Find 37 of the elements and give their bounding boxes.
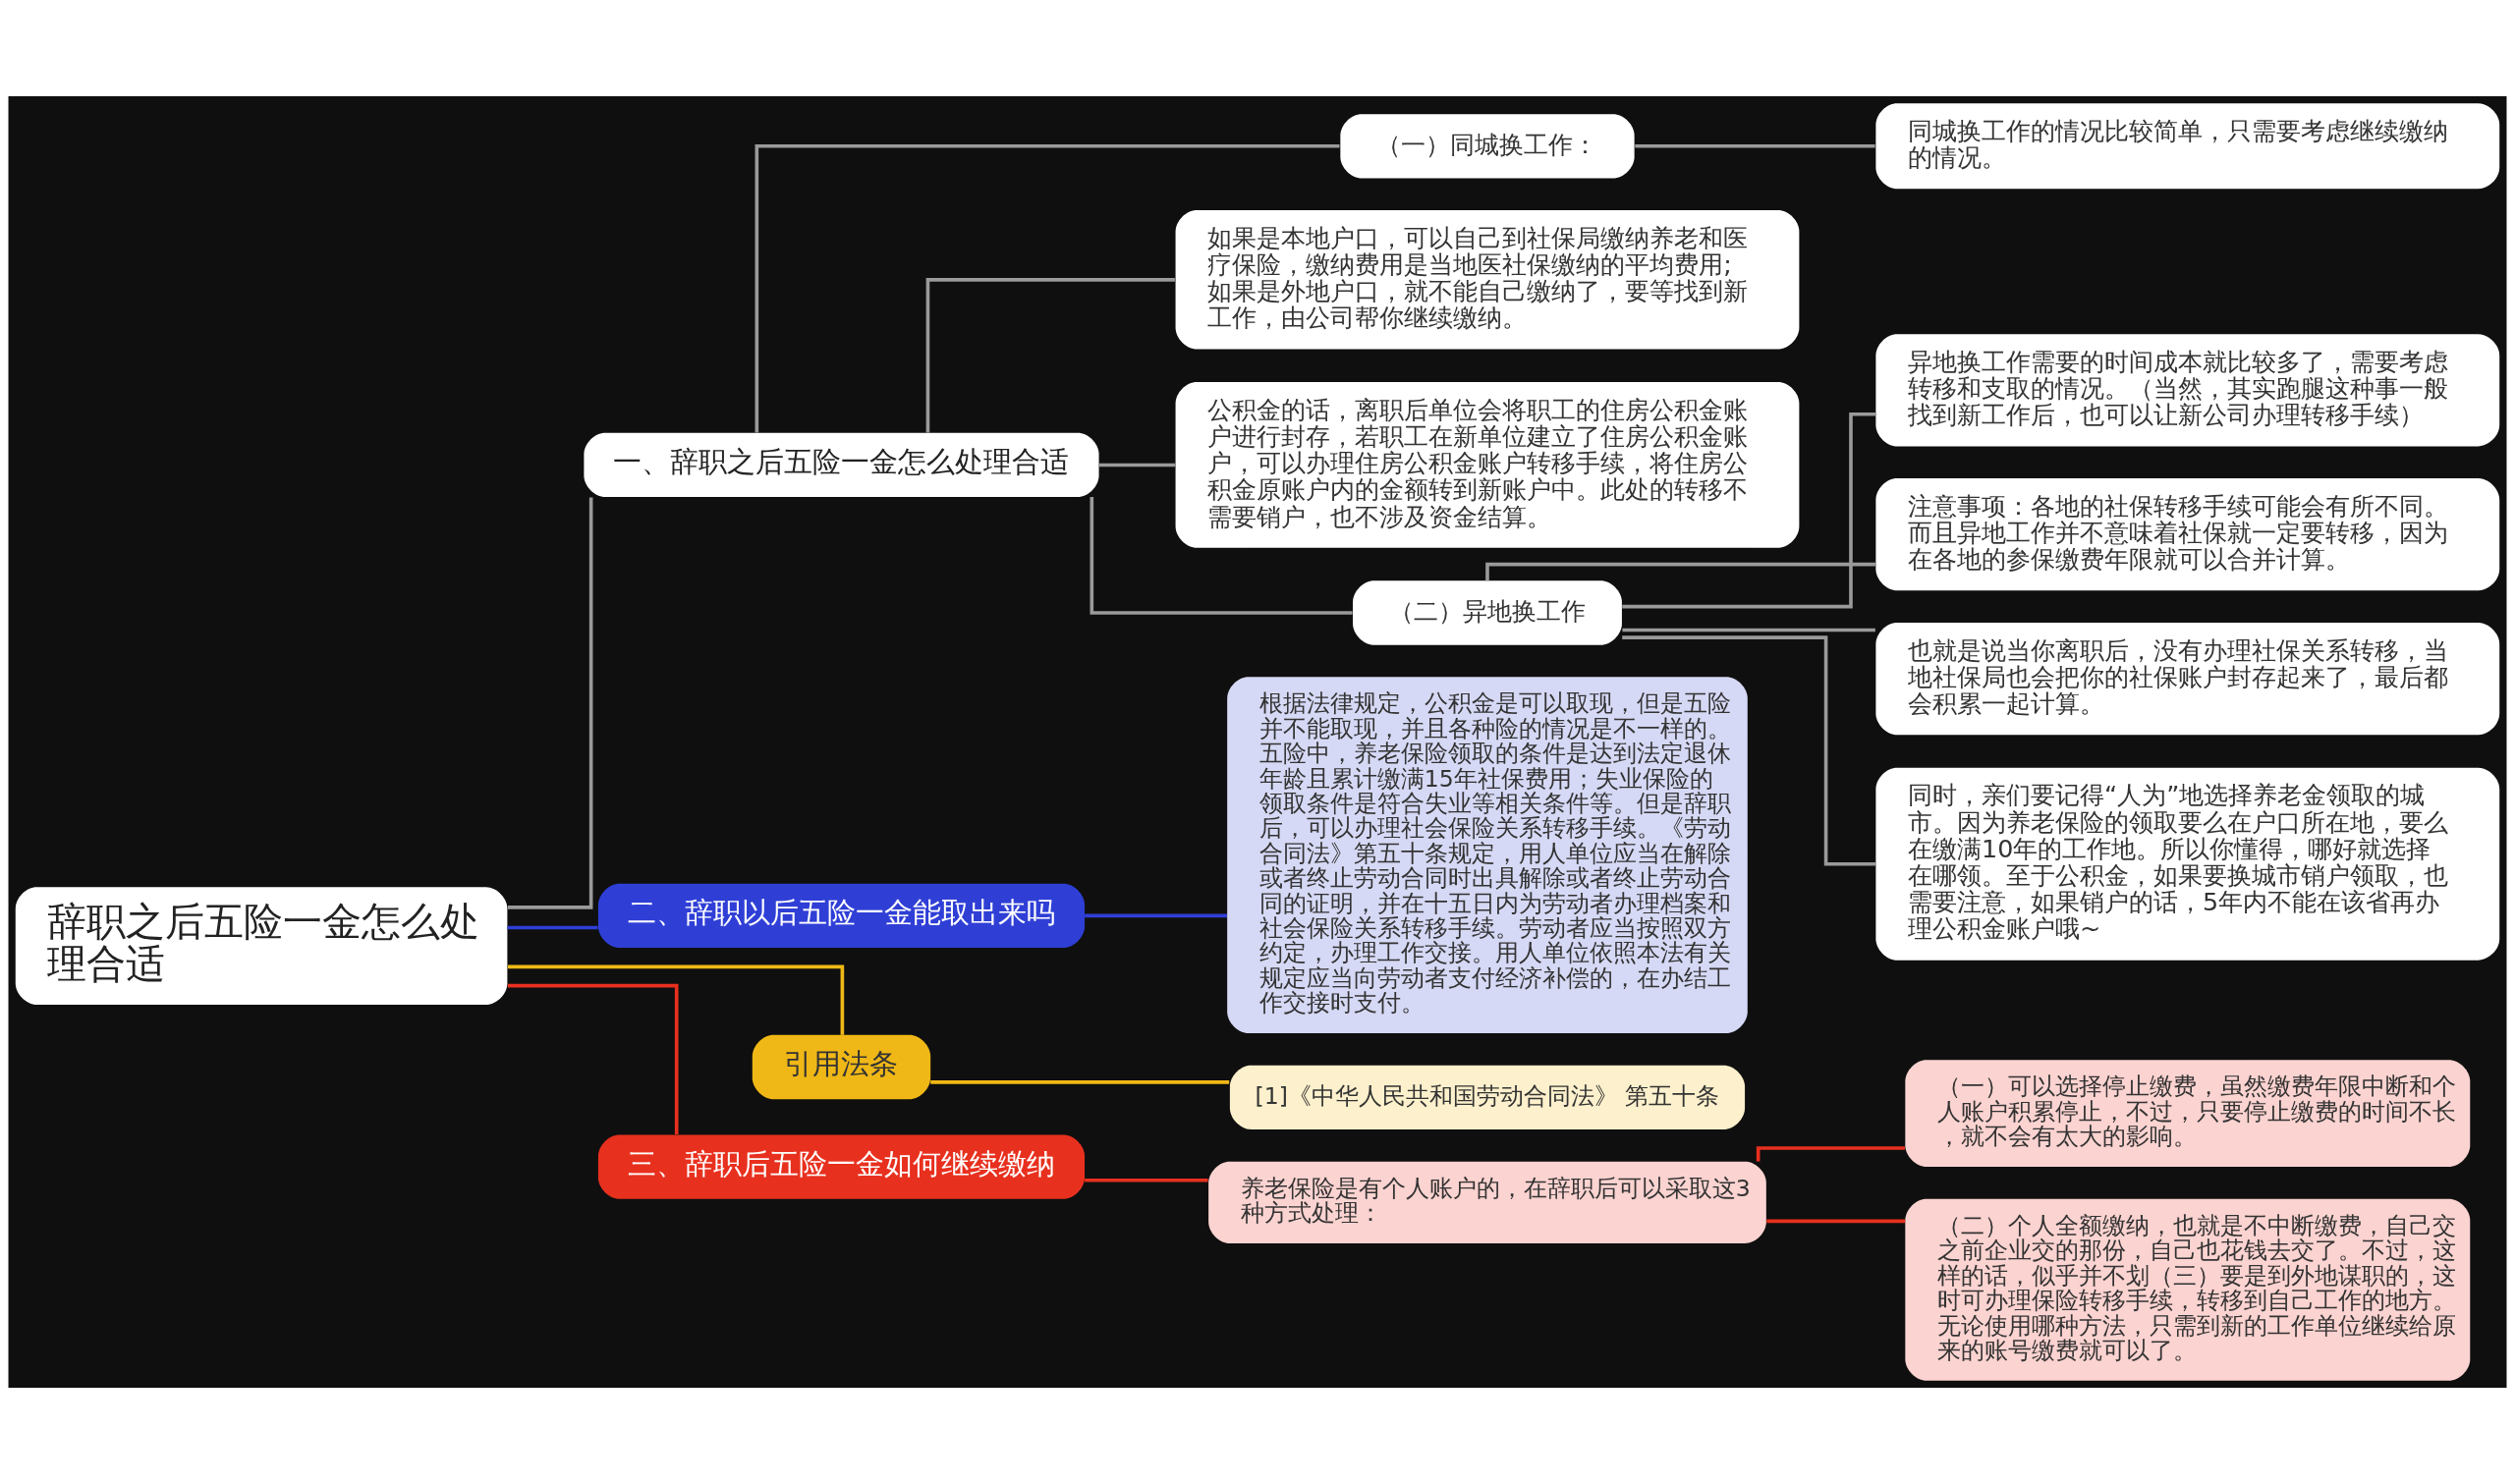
node-box: [1]《中华人民共和国劳动合同法》 第五十条 (1229, 1065, 1746, 1129)
connector (1766, 1219, 1906, 1224)
node-box: 根据法律规定，公积金是可以取现，但是五险并不能取现，并且各种险的情况是不一样的。五险中，养老保险领取的条件是达到法定退休年龄且累计缴满15年社保费用；失业保险的领取条件是符合失业等相关条件等。但是辞职后，可以办理社会保险关系转移手续。《劳动合同法》第五十条规定，用人单位应当在解除或者终止劳动合同时出具解除或者终止劳动合同的证明，并在十五日内为劳动者办理档案和社会保险关系转移手续。劳动者应当按照双方约定，办理工作交接。用人单位依照本法有关规定应当向劳动者支付经济补偿的，在办结工作交接时支付。 (1227, 677, 1748, 1034)
node-box: 养老保险是有个人账户的，在辞职后可以采取这3种方式处理： (1208, 1161, 1766, 1244)
connector (925, 278, 1175, 433)
connector (1622, 412, 1876, 609)
node-box: 一、辞职之后五险一金怎么处理合适 (584, 432, 1099, 498)
node-box: 同城换工作的情况比较简单，只需要考虑继续缴纳的情况。 (1875, 103, 2500, 190)
node-box: 也就是说当你离职后，没有办理社保关系转移，当地社保局也会把你的社保账户封存起来了，最后都会积累一起计算。 (1875, 623, 2500, 736)
connector (1622, 628, 1875, 632)
connector (507, 964, 845, 1035)
connector (1622, 635, 1875, 866)
node-box: 二、辞职以后五险一金能取出来吗 (597, 883, 1086, 948)
connector (754, 143, 1340, 433)
connector (1485, 562, 1875, 581)
node-box: 注意事项：各地的社保转移手续可能会有所不同。而且异地工作并不意味着社保就一定要转移，因为在各地的参保缴费年限就可以合并计算。 (1875, 478, 2500, 591)
connector (507, 497, 593, 909)
connector (1085, 1178, 1208, 1182)
connector (1090, 497, 1353, 615)
connector (1098, 463, 1176, 467)
node-box: （一）同城换工作： (1340, 114, 1635, 179)
node-box: （二）异地换工作 (1353, 580, 1622, 645)
node-box: （二）个人全额缴纳，也就是不中断缴费，自己交之前企业交的那份，自己也花钱去交了。不过，这样的话，似乎并不划（三）要是到外地谋职的，这时可办理保险转移手续，转移到自己工作的地方。无论使用哪种方法，只需到新的工作单位继续给原来的账号缴费就可以了。 (1905, 1198, 2471, 1381)
node-box: 三、辞职后五险一金如何继续缴纳 (597, 1134, 1086, 1199)
node-box: 公积金的话，离职后单位会将职工的住房公积金账户进行封存，若职工在新单位建立了住房公积金账户，可以办理住房公积金账户转移手续，将住房公积金原账户内的金额转到新账户中。此处的转移不需要销户，也不涉及资金结算。 (1175, 382, 1800, 548)
node-box: 引用法条 (752, 1034, 931, 1100)
connector (507, 983, 679, 1135)
node-box: 异地换工作需要的时间成本就比较多了，需要考虑转移和支取的情况。（当然，其实跑腿这种事一般找到新工作后，也可以让新公司办理转移手续） (1875, 334, 2500, 447)
connector (930, 1080, 1230, 1084)
connector (1635, 143, 1875, 148)
node-box: 辞职之后五险一金怎么处理合适 (15, 887, 508, 1006)
connector (1756, 1146, 1905, 1162)
node-box: 同时，亲们要记得“人为”地选择养老金领取的城市。因为养老保险的领取要么在户口所在地，要么在缴满10年的工作地。所以你懂得，哪好就选择在哪领。至于公积金，如果要换城市销户领取，也需要注意，如果销户的话，5年内不能在该省再办理公积金账户哦~ (1875, 767, 2500, 961)
node-box: （一）可以选择停止缴费，虽然缴费年限中断和个人账户积累停止，不过，只要停止缴费的时间不长，就不会有太大的影响。 (1905, 1060, 2471, 1168)
connector (1085, 913, 1227, 918)
connector (507, 925, 598, 930)
node-box: 如果是本地户口，可以自己到社保局缴纳养老和医疗保险，缴纳费用是当地医社保缴纳的平均费用;如果是外地户口，就不能自己缴纳了，要等找到新工作，由公司帮你继续缴纳。 (1175, 210, 1800, 350)
